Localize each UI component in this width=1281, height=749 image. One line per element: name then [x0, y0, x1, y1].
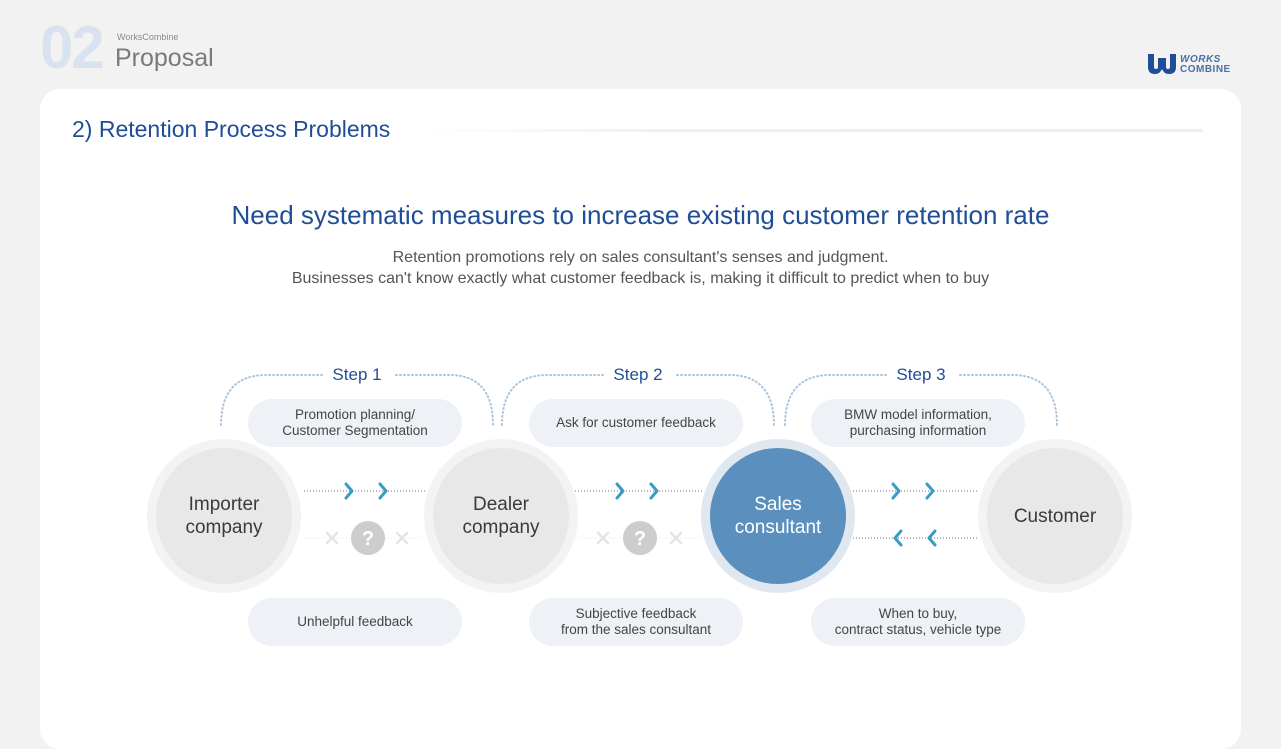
- step-1-label: Step 1: [332, 365, 382, 384]
- cross-icon: [395, 531, 409, 545]
- node-sales-consultant: Sales consultant: [701, 439, 855, 593]
- subtitle-line-2: Businesses can't know exactly what custo…: [291, 270, 990, 287]
- node-label: Dealer company: [433, 448, 569, 584]
- section-divider: [423, 129, 1203, 132]
- logo-text-works: WORKS: [1180, 54, 1221, 65]
- headline: Need systematic measures to increase exi…: [231, 200, 1050, 230]
- node-label: Sales consultant: [710, 448, 846, 584]
- question-icon: [623, 521, 657, 555]
- node-importer-company: Importer company: [147, 439, 301, 593]
- subtitle-line-1: Retention promotions rely on sales consu…: [392, 249, 889, 266]
- process-connectors: ? ?: [220, 374, 1058, 555]
- section-title: 2) Retention Process Problems: [72, 116, 391, 142]
- step-3-bracket-right: [959, 374, 1058, 426]
- step-3-label: Step 3: [896, 365, 946, 384]
- unknown-marker: ?: [362, 528, 374, 550]
- step-1-bracket-right: [395, 374, 494, 426]
- chevron-right-icon: [891, 482, 901, 500]
- step-2-feedback-note: Subjective feedback from the sales consu…: [529, 598, 743, 646]
- chevron-right-icon: [615, 482, 625, 500]
- logo-text-combine: COMBINE: [1180, 64, 1231, 75]
- step-3-feedback-note: When to buy, contract status, vehicle ty…: [811, 598, 1025, 646]
- step-3-input-note: BMW model information, purchasing inform…: [811, 399, 1025, 447]
- chevron-left-icon: [893, 529, 903, 547]
- node-dealer-company: Dealer company: [424, 439, 578, 593]
- step-2-bracket-right: [676, 374, 775, 426]
- chevron-left-icon: [927, 529, 937, 547]
- section-number: 02: [40, 14, 105, 81]
- chevron-right-icon: [378, 482, 388, 500]
- step-1-feedback-note: Unhelpful feedback: [248, 598, 462, 646]
- step-2-label: Step 2: [613, 365, 663, 384]
- cross-icon: [325, 531, 339, 545]
- chevron-right-icon: [925, 482, 935, 500]
- cross-icon: [596, 531, 610, 545]
- node-customer: Customer: [978, 439, 1132, 593]
- page-title: Proposal: [115, 44, 214, 72]
- brand-caption: WorksCombine: [117, 32, 179, 42]
- node-label: Importer company: [156, 448, 292, 584]
- question-icon: [351, 521, 385, 555]
- unknown-marker: ?: [634, 528, 646, 550]
- logo-mark-icon: [1148, 54, 1176, 74]
- step-2-input-note: Ask for customer feedback: [529, 399, 743, 447]
- cross-icon: [669, 531, 683, 545]
- chevron-right-icon: [344, 482, 354, 500]
- step-1-input-note: Promotion planning/ Customer Segmentatio…: [248, 399, 462, 447]
- node-label: Customer: [987, 448, 1123, 584]
- chevron-right-icon: [649, 482, 659, 500]
